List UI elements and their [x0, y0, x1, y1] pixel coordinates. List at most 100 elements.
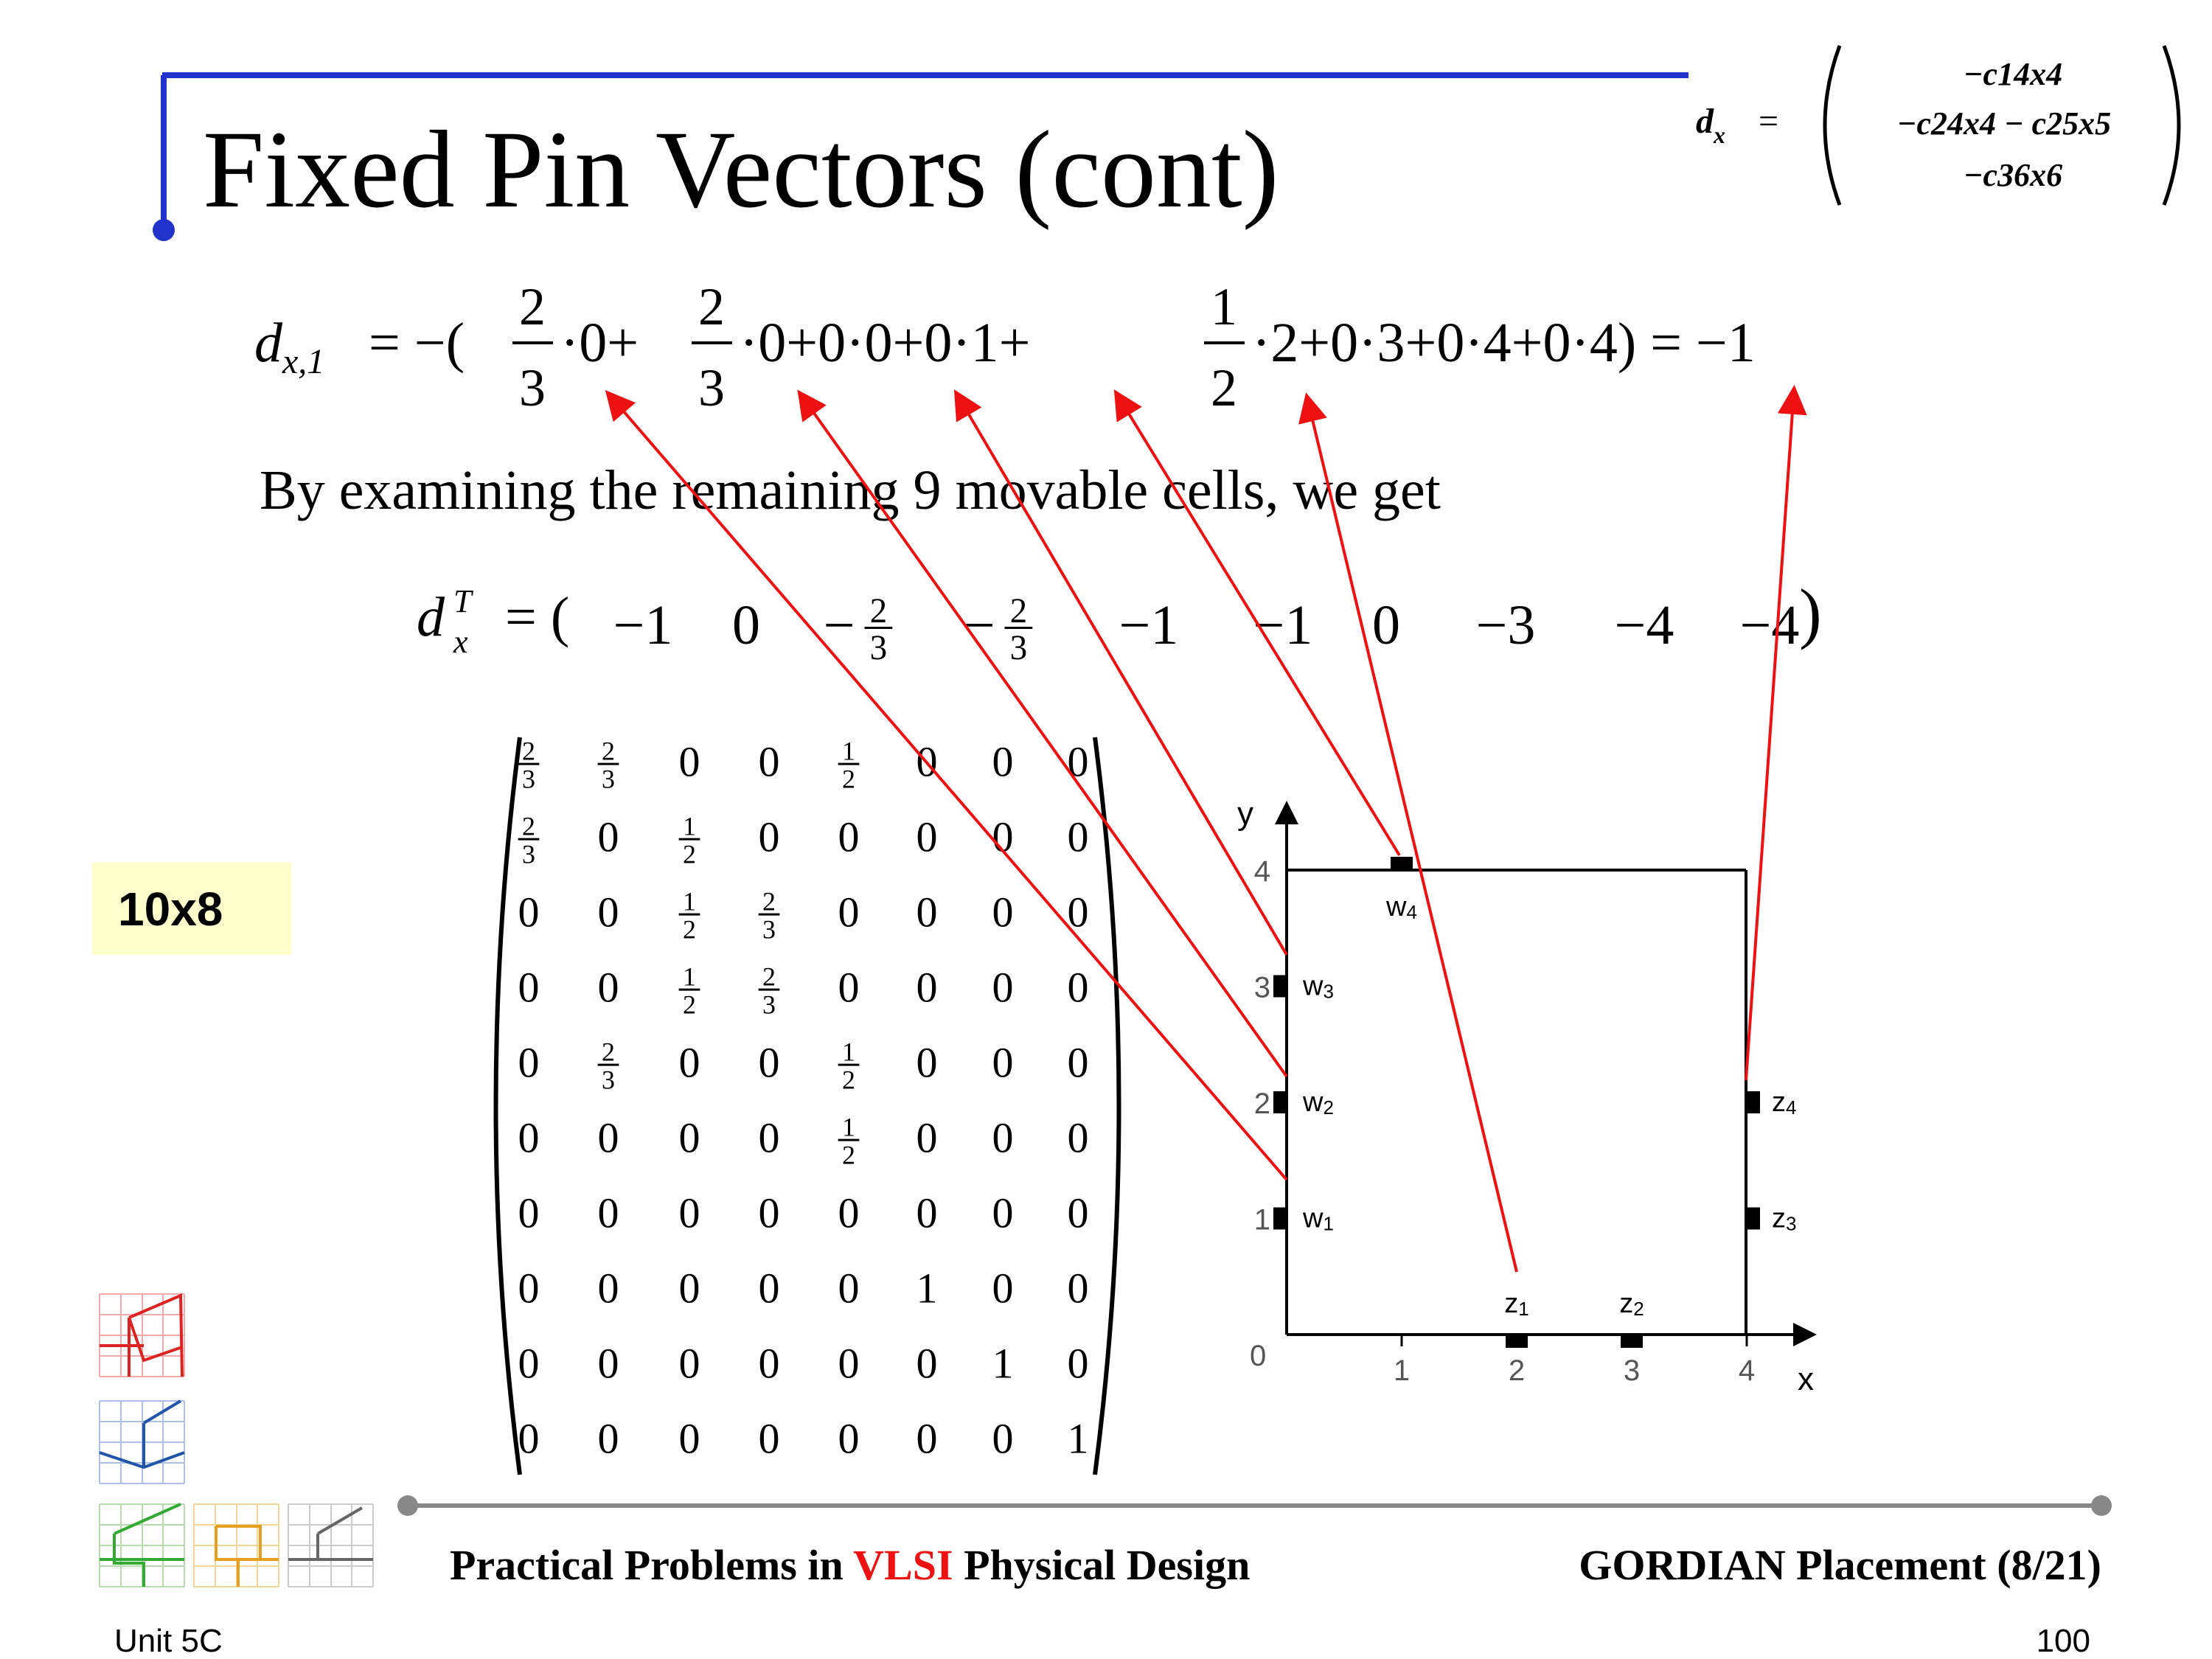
svg-text:0: 0: [598, 888, 619, 936]
matrix-cell-r7-c1: 0: [598, 1264, 619, 1312]
svg-text:0: 0: [679, 1339, 700, 1387]
svg-text:0: 0: [917, 813, 938, 860]
svg-text:0: 0: [518, 1038, 540, 1086]
pin-w1: [1273, 1207, 1287, 1230]
pin-w3: [1273, 975, 1287, 998]
svg-text:−4: −4: [1740, 594, 1800, 656]
pin-w2: [1273, 1091, 1287, 1113]
matrix-cell-r6-c4: 0: [838, 1189, 860, 1237]
footer-right: GORDIAN Placement (8/21): [1579, 1541, 2101, 1589]
svg-text:0: 0: [917, 1038, 938, 1086]
svg-text:0: 0: [679, 1113, 700, 1161]
svg-text:1: 1: [683, 811, 696, 841]
svg-text:2: 2: [522, 811, 535, 841]
connection-arrows: [605, 385, 1807, 1273]
matrix-cell-r0-c3: 0: [759, 737, 780, 785]
svg-text:0: 0: [838, 888, 860, 936]
svg-text:0: 0: [992, 1113, 1014, 1161]
unit-label: Unit 5C: [114, 1623, 223, 1659]
corner-row-1: −c14x4: [1964, 56, 2062, 92]
svg-text:2: 2: [1211, 358, 1237, 417]
matrix-cell-r6-c0: 0: [518, 1189, 540, 1237]
matrix-cell-r9-c0: 0: [518, 1414, 540, 1462]
matrix-cell-r5-c7: 0: [1068, 1113, 1089, 1161]
svg-text:0: 0: [1068, 1038, 1089, 1086]
svg-text:0: 0: [679, 1264, 700, 1312]
svg-text:0: 0: [759, 1339, 780, 1387]
arrow-w4: [1113, 389, 1401, 857]
matrix-cell-r8-c0: 0: [518, 1339, 540, 1387]
svg-text:−: −: [824, 594, 855, 656]
matrix-cell-r5-c1: 0: [598, 1113, 619, 1161]
matrix-cell-r9-c6: 0: [992, 1414, 1014, 1462]
svg-text:0: 0: [679, 1189, 700, 1237]
svg-text:3: 3: [522, 765, 535, 794]
matrix-cell-r9-c4: 0: [838, 1414, 860, 1462]
svg-text:0: 0: [518, 963, 540, 1011]
matrix-cell-r5-c6: 0: [992, 1113, 1014, 1161]
matrix-cell-r4-c4: 12: [838, 1037, 860, 1095]
svg-text:3: 3: [698, 358, 725, 417]
svg-text:): ): [1799, 575, 1822, 650]
svg-text:−1: −1: [1119, 594, 1179, 656]
matrix-cell-r8-c7: 0: [1068, 1339, 1089, 1387]
equation-dx1: dx,1 = −( 2 3 ·0+ 2 3 ·0+0·0+0·1+ 1 2 ·2…: [254, 277, 1756, 417]
svg-text:0: 0: [759, 737, 780, 785]
dxT-value-9: −4: [1740, 594, 1800, 656]
footer-rule: [397, 1495, 2112, 1516]
svg-text:0: 0: [598, 963, 619, 1011]
svg-text:0: 0: [992, 737, 1014, 785]
matrix-cell-r6-c6: 0: [992, 1189, 1014, 1237]
matrix-cell-r3-c5: 0: [917, 963, 938, 1011]
dxT-value-5: −1: [1253, 594, 1313, 656]
svg-text:10x8: 10x8: [118, 883, 223, 936]
dxT-value-7: −3: [1476, 594, 1536, 656]
matrix-cell-r8-c2: 0: [679, 1339, 700, 1387]
matrix-cell-r9-c2: 0: [679, 1414, 700, 1462]
svg-text:= (: = (: [505, 586, 569, 648]
matrix-cell-r8-c6: 1: [992, 1339, 1014, 1387]
svg-text:2: 2: [870, 592, 888, 630]
matrix-cell-r0-c2: 0: [679, 737, 700, 785]
svg-text:2: 2: [762, 961, 776, 991]
matrix-cell-r8-c3: 0: [759, 1339, 780, 1387]
matrix-cell-r6-c3: 0: [759, 1189, 780, 1237]
svg-text:0: 0: [838, 1414, 860, 1462]
arrow-z1: [1298, 392, 1518, 1273]
svg-text:1: 1: [842, 736, 855, 765]
svg-text:2: 2: [698, 277, 725, 336]
matrix-cell-r4-c7: 0: [1068, 1038, 1089, 1086]
svg-text:T: T: [453, 583, 474, 619]
svg-text:2: 2: [683, 990, 696, 1020]
corner-row-2: −c24x4 − c25x5: [1897, 105, 2111, 142]
svg-text:0: 0: [759, 813, 780, 860]
svg-text:0: 0: [992, 963, 1014, 1011]
matrix-cell-r0-c1: 23: [597, 736, 619, 794]
svg-text:2: 2: [519, 277, 546, 336]
svg-text:0: 0: [732, 594, 760, 656]
svg-text:1: 1: [1211, 277, 1237, 336]
svg-text:0: 0: [598, 1414, 619, 1462]
svg-text:0: 0: [518, 1339, 540, 1387]
matrix-cell-r7-c5: 1: [917, 1264, 938, 1312]
arrow-z4: [1745, 385, 1807, 1081]
svg-text:2: 2: [842, 1141, 855, 1170]
dxT-value-3: −23: [964, 592, 1033, 667]
svg-text:0: 0: [917, 1189, 938, 1237]
svg-text:dx,1: dx,1: [254, 312, 324, 381]
matrix-cell-r3-c4: 0: [838, 963, 860, 1011]
svg-text:1: 1: [992, 1339, 1014, 1387]
matrix-cell-r6-c7: 0: [1068, 1189, 1089, 1237]
svg-text:−3: −3: [1476, 594, 1536, 656]
pin-label-w4: w4: [1385, 891, 1417, 923]
pin-z3: [1747, 1207, 1760, 1230]
matrix-cell-r4-c3: 0: [759, 1038, 780, 1086]
svg-text:0: 0: [838, 813, 860, 860]
pin-z2: [1621, 1335, 1643, 1348]
pin-label-z4: z4: [1772, 1087, 1796, 1119]
matrix-cell-r9-c7: 1: [1068, 1414, 1089, 1462]
svg-text:1: 1: [917, 1264, 938, 1312]
matrix-cell-r1-c7: 0: [1068, 813, 1089, 860]
svg-text:3: 3: [602, 1065, 615, 1095]
